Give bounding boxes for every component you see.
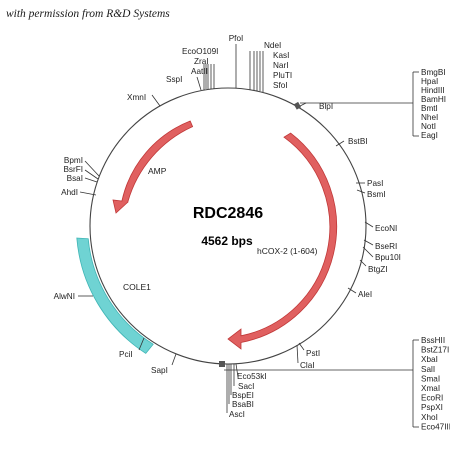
site-ahdi: AhdI <box>61 188 78 197</box>
site-pcii: PciI <box>119 350 133 359</box>
site-eco53ki: Eco53kI <box>237 372 267 381</box>
mcs-site-label: PspXI <box>421 403 443 412</box>
mcs-site-label: BamHI <box>421 95 446 104</box>
site-zrai: ZraI <box>194 57 209 66</box>
site-alwni: AlwNI <box>54 292 75 301</box>
site-bpu10i: Bpu10I <box>375 253 401 262</box>
mcs-site-label: NheI <box>421 113 438 122</box>
amp-arrow <box>112 120 194 214</box>
site-bsmi: BsmI <box>367 190 386 199</box>
site-sapi: SapI <box>151 366 168 375</box>
mcs-top-ticks <box>300 71 419 137</box>
plasmid-size: 4562 bps <box>201 234 253 248</box>
site-aatii: AatII <box>191 67 208 76</box>
top-site-ticks <box>151 44 307 108</box>
bottom-site-ticks <box>138 337 305 413</box>
mcs-site-label: XmaI <box>421 384 440 393</box>
plasmid-backbone <box>89 87 367 365</box>
site-clai: ClaI <box>300 361 315 370</box>
site-ndei: NdeI <box>264 41 281 50</box>
site-kasi: KasI <box>273 51 289 60</box>
mcs-site-label: HindIII <box>421 86 445 95</box>
site-alei: AleI <box>358 290 372 299</box>
mcs-site-label: Eco47III <box>421 422 450 431</box>
mcs-bottom-ticks <box>224 339 419 428</box>
mcs-site-label: BmgBI <box>421 68 446 77</box>
site-bsai: BsaI <box>67 174 83 183</box>
right-site-ticks <box>335 140 374 294</box>
site-bpmi: BpmI <box>64 156 83 165</box>
mcs-site-label: XbaI <box>421 355 438 364</box>
mcs-site-label: XhoI <box>421 413 438 422</box>
credit-text: with permission from R&D Systems <box>6 8 170 20</box>
site-pasi: PasI <box>367 179 383 188</box>
mcs-site-label: SmaI <box>421 374 440 383</box>
mcs-site-label: EcoRI <box>421 394 443 403</box>
mcs-top-marker <box>293 101 302 110</box>
mcs-site-label: BmtI <box>421 104 438 113</box>
plasmid-name: RDC2846 <box>193 205 263 222</box>
cole1-label: COLE1 <box>123 282 151 292</box>
site-bsrfi: BsrFI <box>63 165 83 174</box>
mcs-bottom-marker <box>219 361 225 367</box>
site-bstbi: BstBI <box>348 137 368 146</box>
site-psti: PstI <box>306 349 320 358</box>
mcs-site-label: NotI <box>421 122 436 131</box>
site-pfoi: PfoI <box>229 34 244 43</box>
cole1-feature <box>76 237 154 354</box>
site-ecoo109i: EcoO109I <box>182 47 218 56</box>
site-nari: NarI <box>273 61 288 70</box>
site-saci: SacI <box>238 382 254 391</box>
site-bspei: BspEI <box>232 391 254 400</box>
mcs-site-label: BssHII <box>421 336 445 345</box>
site-xmni: XmnI <box>127 93 146 102</box>
left-site-ticks <box>78 160 100 297</box>
site-asci: AscI <box>229 410 245 419</box>
site-pluti: PluTI <box>273 71 292 80</box>
insert-label: hCOX-2 (1-604) <box>257 246 318 256</box>
site-econi: EcoNI <box>375 224 397 233</box>
site-sfoi: SfoI <box>273 81 288 90</box>
site-bsabi: BsaBI <box>232 400 254 409</box>
mcs-site-label: SalI <box>421 365 435 374</box>
mcs-bottom-list: BssHIIBstZ17IXbaISalISmaIXmaIEcoRIPspXIX… <box>421 336 450 431</box>
insert-arrow <box>227 132 338 350</box>
mcs-site-label: BstZ17I <box>421 346 449 355</box>
site-sspi: SspI <box>166 75 182 84</box>
mcs-site-label: HpaI <box>421 77 438 86</box>
mcs-site-label: EagI <box>421 131 438 140</box>
site-blpi: BlpI <box>319 102 333 111</box>
site-bseri: BseRI <box>375 242 397 251</box>
site-btgzi: BtgZI <box>368 265 388 274</box>
amp-label: AMP <box>148 166 167 176</box>
